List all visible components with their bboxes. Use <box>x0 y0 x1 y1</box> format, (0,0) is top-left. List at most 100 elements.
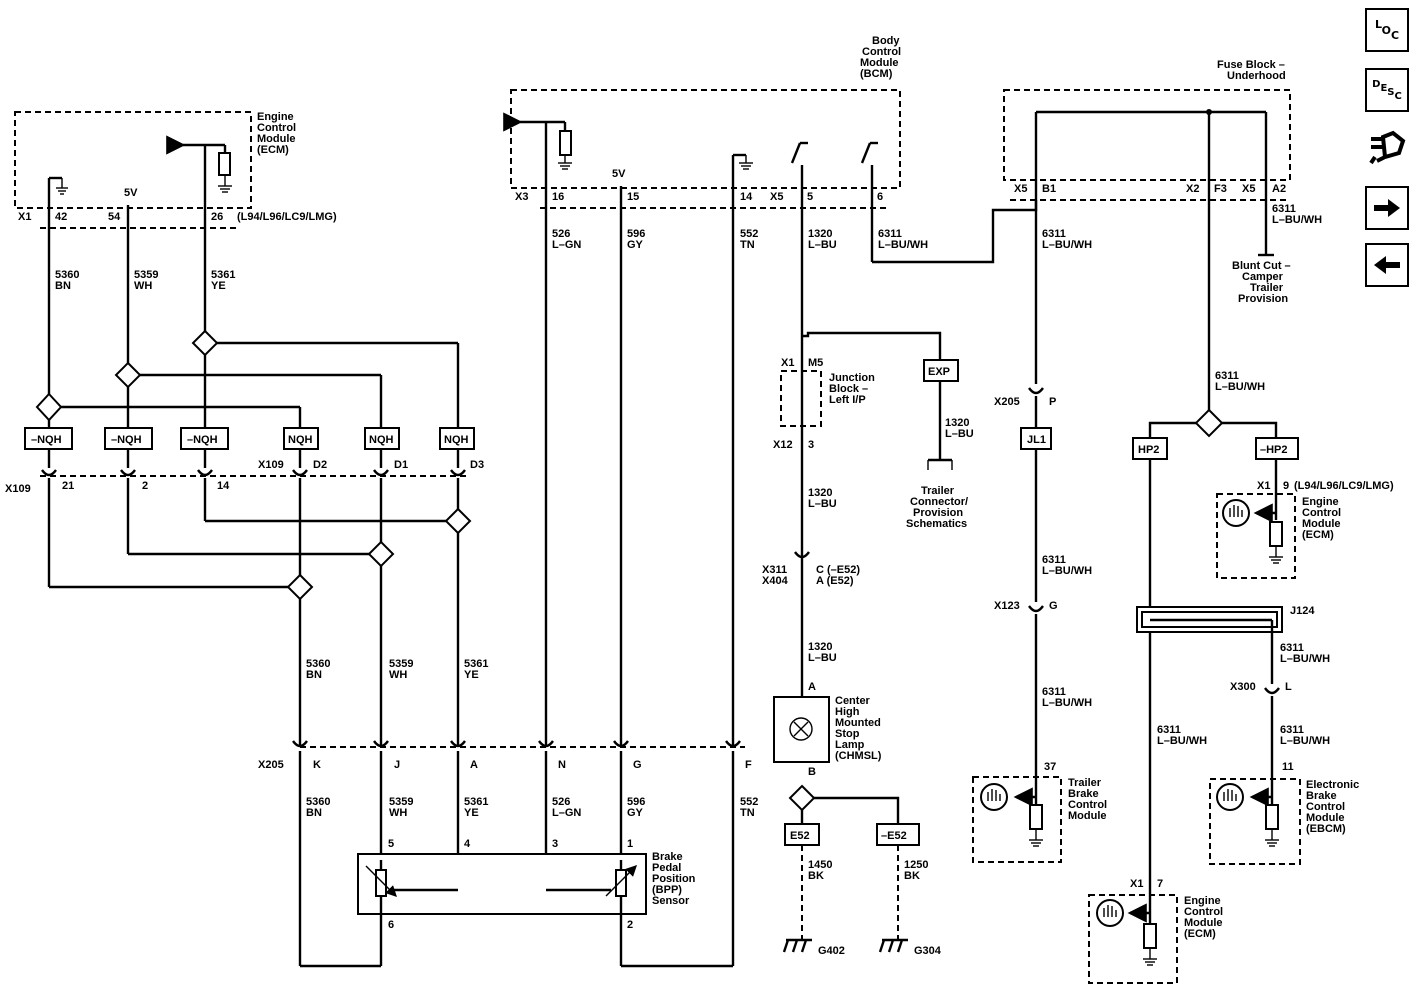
svg-text:3: 3 <box>552 838 558 850</box>
svg-text:X12: X12 <box>773 439 793 451</box>
back-button[interactable] <box>1365 243 1409 287</box>
svg-text:21: 21 <box>62 480 74 492</box>
bcm-to-fuse-wire <box>872 112 1038 264</box>
svg-text:X109: X109 <box>258 459 284 471</box>
svg-text:K: K <box>313 759 321 771</box>
svg-text:NQH: NQH <box>369 434 394 446</box>
svg-text:EXP: EXP <box>928 366 950 378</box>
svg-text:14: 14 <box>740 191 753 203</box>
svg-text:NQH: NQH <box>288 434 313 446</box>
svg-text:X205: X205 <box>994 396 1020 408</box>
svg-text:X2: X2 <box>1186 183 1199 195</box>
svg-text:X5: X5 <box>770 191 783 203</box>
desc-button[interactable]: DESC <box>1365 68 1409 112</box>
svg-text:NQH: NQH <box>444 434 469 446</box>
svg-text:37: 37 <box>1044 761 1056 773</box>
svg-text:54: 54 <box>108 211 121 223</box>
svg-text:HP2: HP2 <box>1138 444 1159 456</box>
svg-text:G304: G304 <box>914 945 942 957</box>
svg-text:2: 2 <box>142 480 148 492</box>
svg-text:(L94/L96/LC9/LMG): (L94/L96/LC9/LMG) <box>237 211 337 223</box>
loc-button[interactable]: LOC <box>1365 8 1409 52</box>
loc-label: LOC <box>1374 17 1400 42</box>
svg-text:5V: 5V <box>124 187 138 199</box>
svg-text:9: 9 <box>1283 480 1289 492</box>
arrow-left-icon <box>1374 256 1400 274</box>
lamp-icon <box>789 717 813 741</box>
svg-text:J: J <box>394 759 400 771</box>
svg-text:F: F <box>745 759 752 771</box>
svg-text:X109: X109 <box>5 483 31 495</box>
svg-text:X1: X1 <box>1257 480 1270 492</box>
svg-text:5: 5 <box>388 838 394 850</box>
fuse-block-underhood: Fuse Block –Underhood X5 B1 X2 F3 X5 A2 … <box>1003 59 1322 410</box>
svg-text:M5: M5 <box>808 357 823 369</box>
module-icon <box>980 783 1008 811</box>
svg-text:D2: D2 <box>313 459 327 471</box>
svg-text:N: N <box>558 759 566 771</box>
svg-text:G: G <box>1049 600 1058 612</box>
svg-text:4: 4 <box>464 838 471 850</box>
module-icon <box>1222 499 1250 527</box>
desc-label: DESC <box>1372 78 1402 102</box>
svg-text:–NQH: –NQH <box>31 434 62 446</box>
connector-button[interactable] <box>1365 125 1409 169</box>
svg-text:G402: G402 <box>818 945 845 957</box>
svg-text:J124: J124 <box>1290 605 1315 617</box>
svg-text:X1: X1 <box>781 357 794 369</box>
svg-text:–E52: –E52 <box>881 830 907 842</box>
svg-text:F3: F3 <box>1214 183 1227 195</box>
svg-text:E52: E52 <box>790 830 810 842</box>
svg-text:JL1: JL1 <box>1027 434 1046 446</box>
module-icon <box>1216 783 1244 811</box>
svg-text:D3: D3 <box>470 459 484 471</box>
svg-text:G: G <box>633 759 642 771</box>
next-button[interactable] <box>1365 186 1409 230</box>
svg-text:X1: X1 <box>1130 878 1143 890</box>
module-icon <box>1096 899 1124 927</box>
svg-text:3: 3 <box>808 439 814 451</box>
svg-text:1: 1 <box>627 838 633 850</box>
svg-text:X5: X5 <box>1242 183 1255 195</box>
svg-text:7: 7 <box>1157 878 1163 890</box>
svg-text:X300: X300 <box>1230 681 1256 693</box>
svg-text:C (–E52)A (E52): C (–E52)A (E52) <box>816 564 860 587</box>
connector-icon <box>1369 130 1406 165</box>
